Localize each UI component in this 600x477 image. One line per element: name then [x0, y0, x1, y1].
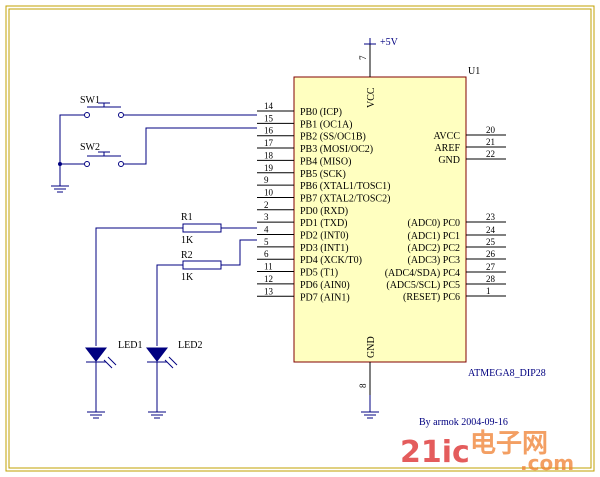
- left-pin-number: 14: [264, 101, 274, 111]
- led1-label: LED1: [118, 340, 142, 351]
- left-pin-name: PD5 (T1): [300, 268, 338, 279]
- resistor-r1: R1 1K: [181, 212, 222, 246]
- right-pin-number: 1: [486, 286, 491, 296]
- sheet-frame-inner: [8, 8, 592, 469]
- right-pin-number: 28: [486, 274, 496, 284]
- ic-part-name: ATMEGA8_DIP28: [468, 368, 546, 379]
- junction-dot: [58, 162, 62, 166]
- left-pin-name: PB2 (SS/OC1B): [300, 132, 366, 143]
- right-pin-name: (ADC1) PC1: [407, 231, 460, 242]
- left-pin-number: 10: [264, 187, 274, 197]
- left-pin-number: 18: [264, 150, 274, 160]
- left-pin-name: PB0 (ICP): [300, 107, 342, 118]
- left-pin-name: PD4 (XCK/T0): [300, 255, 362, 266]
- left-pin-number: 3: [264, 212, 269, 222]
- right-pin-name: AREF: [434, 143, 460, 154]
- right-pin-name: (ADC3) PC3: [407, 255, 460, 266]
- r2-label: R2: [181, 250, 193, 261]
- led-wiring: [87, 227, 257, 419]
- right-pin-number: 26: [486, 249, 496, 259]
- vcc-pin-number: 7: [358, 55, 368, 60]
- right-pin-number: 24: [486, 225, 496, 235]
- right-pin-number: 25: [486, 237, 496, 247]
- right-pin-number: 22: [486, 149, 495, 159]
- r1-label: R1: [181, 212, 193, 223]
- ic-ground-symbol: [361, 395, 379, 419]
- left-pin-number: 13: [264, 286, 274, 296]
- right-pin-name: GND: [438, 155, 460, 166]
- led-led2: LED2: [145, 340, 202, 369]
- right-pin-name: AVCC: [434, 131, 461, 142]
- sw2-label: SW2: [80, 142, 100, 153]
- sw1-label: SW1: [80, 95, 100, 106]
- left-pin-name: PB3 (MOSI/OC2): [300, 144, 373, 155]
- right-pin-number: 23: [486, 212, 496, 222]
- left-pin-number: 6: [264, 249, 269, 259]
- left-pin-number: 15: [264, 113, 274, 123]
- resistor-r2: R2 1K: [181, 250, 222, 283]
- switch-wiring: [51, 114, 257, 193]
- switch-sw2: SW2: [80, 142, 124, 167]
- sheet-frame: [5, 5, 595, 472]
- left-pin-name: PB6 (XTAL1/TOSC1): [300, 181, 390, 192]
- right-pin-name: (ADC2) PC2: [407, 243, 460, 254]
- watermark-logo: 21ic 电子网 .com: [400, 429, 574, 475]
- ic-body: [293, 76, 467, 363]
- left-pin-name: PB7 (XTAL2/TOSC2): [300, 193, 390, 204]
- author-credit: By armok 2004-09-16: [419, 417, 508, 428]
- right-pin-name: (ADC4/SDA) PC4: [385, 268, 460, 279]
- led2-label: LED2: [178, 340, 202, 351]
- right-pin-number: 27: [486, 262, 496, 272]
- left-pin-number: 11: [264, 262, 273, 272]
- left-pin-number: 2: [264, 200, 269, 210]
- left-pin-number: 4: [264, 225, 269, 235]
- left-pin-name: PB4 (MISO): [300, 156, 351, 167]
- right-pin-name: (ADC5/SCL) PC5: [386, 280, 460, 291]
- left-pin-number: 16: [264, 126, 274, 136]
- left-pin-name: PD3 (INT1): [300, 243, 349, 254]
- ic-ref: U1: [468, 66, 480, 77]
- led-led1: LED1: [84, 340, 142, 369]
- left-pin-name: PB1 (OC1A): [300, 119, 353, 130]
- left-pin-name: PD0 (RXD): [300, 206, 348, 217]
- right-pin-name: (ADC0) PC0: [407, 218, 460, 229]
- left-pin-number: 12: [264, 274, 273, 284]
- left-pin-name: PD1 (TXD): [300, 218, 348, 229]
- left-pin-number: 5: [264, 237, 269, 247]
- watermark-21ic: 21ic: [400, 435, 470, 470]
- power-label: +5V: [380, 37, 399, 48]
- watermark-com: .com: [520, 451, 574, 475]
- left-pin-name: PD2 (INT0): [300, 231, 349, 242]
- left-pin-name: PD7 (AIN1): [300, 292, 350, 303]
- left-pin-name: PD6 (AIN0): [300, 280, 350, 291]
- watermark-cn: 电子网: [470, 429, 548, 459]
- left-pin-number: 19: [264, 163, 274, 173]
- r1-value: 1K: [181, 235, 194, 246]
- left-pin-number: 9: [264, 175, 269, 185]
- vcc-pin-label: VCC: [366, 87, 377, 108]
- left-pin-number: 17: [264, 138, 274, 148]
- right-pin-name: (RESET) PC6: [403, 292, 460, 303]
- r2-value: 1K: [181, 272, 194, 283]
- right-pin-number: 20: [486, 125, 496, 135]
- gnd-pin-label: GND: [366, 336, 377, 358]
- switch-sw1: SW1: [80, 95, 124, 118]
- left-pin-name: PB5 (SCK): [300, 169, 346, 180]
- right-pin-number: 21: [486, 137, 495, 147]
- gnd-pin-number: 8: [358, 383, 368, 388]
